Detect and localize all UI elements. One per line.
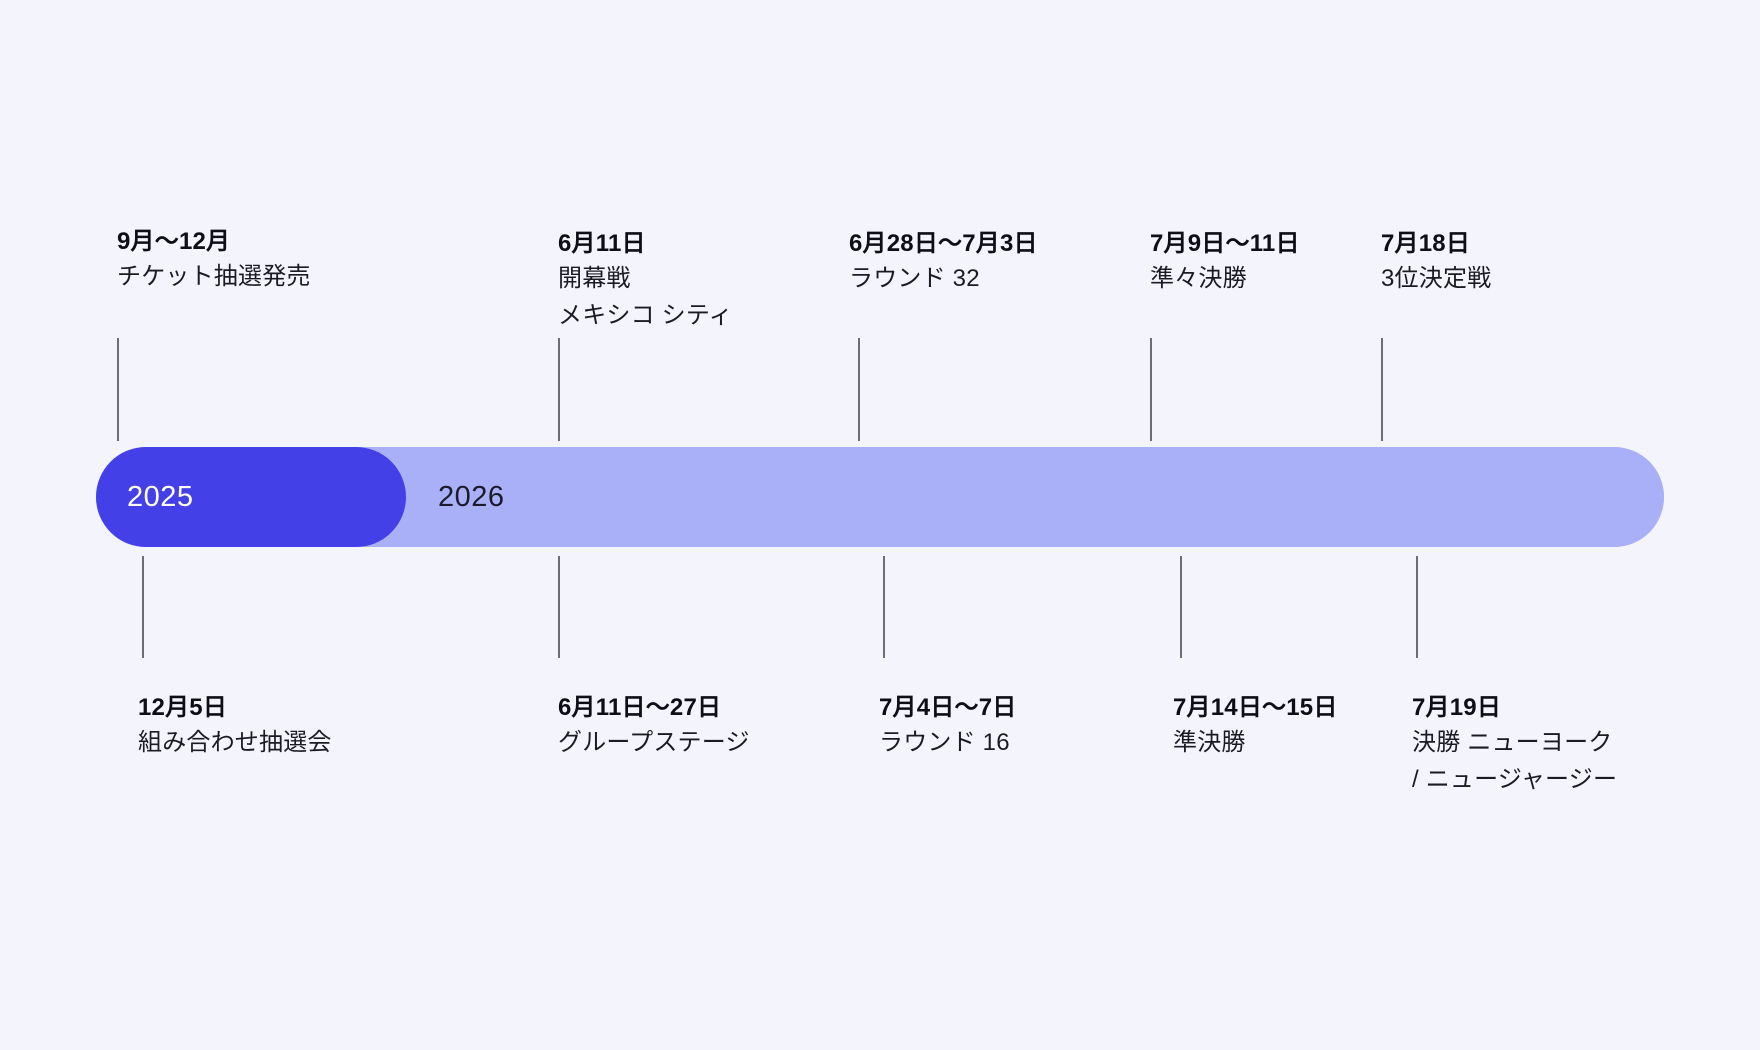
milestone-desc-line: 準決勝: [1173, 728, 1246, 756]
milestone-date: 7月14日～15日: [1173, 694, 1338, 721]
tick-below-3: [883, 556, 885, 658]
tick-above-3: [858, 338, 860, 441]
milestone-date: 6月11日: [558, 230, 646, 257]
year-segment-2026: 2026: [406, 447, 1664, 547]
milestone-above-5: 7月18日 3位決定戦: [1381, 228, 1491, 297]
milestone-above-2: 6月11日 開幕戦 メキシコ シティ: [558, 228, 733, 334]
year-label-2025: 2025: [127, 480, 194, 513]
milestone-desc-line: 3位決定戦: [1381, 264, 1492, 292]
milestone-below-1: 12月5日 組み合わせ抽選会: [138, 692, 332, 761]
milestone-above-3: 6月28日～7月3日 ラウンド 32: [849, 228, 1038, 297]
year-segment-2025: 2025: [96, 447, 406, 547]
year-progress-bar: 2025 2026: [96, 447, 1664, 547]
milestone-desc-line: 組み合わせ抽選会: [138, 728, 332, 756]
milestone-date: 6月11日～27日: [558, 694, 722, 721]
milestone-date: 7月9日～11日: [1150, 230, 1300, 257]
tick-above-4: [1150, 338, 1152, 441]
milestone-date: 7月18日: [1381, 230, 1471, 257]
milestone-below-2: 6月11日～27日 グループステージ: [558, 692, 750, 761]
milestone-desc-line: 開幕戦: [558, 264, 631, 292]
milestone-desc-line: ラウンド 16: [879, 728, 1010, 756]
milestone-date: 7月4日～7日: [879, 694, 1017, 721]
milestone-below-3: 7月4日～7日 ラウンド 16: [879, 692, 1016, 761]
milestone-date: 7月19日: [1412, 694, 1502, 721]
milestone-desc-line: / ニュージャージー: [1412, 765, 1618, 793]
milestone-below-4: 7月14日～15日 準決勝: [1173, 692, 1338, 761]
milestone-date: 6月28日～7月3日: [849, 230, 1038, 257]
milestone-desc-line: チケット抽選発売: [117, 262, 311, 290]
milestone-above-1: 9月～12月 チケット抽選発売: [117, 226, 311, 295]
tick-below-2: [558, 556, 560, 658]
tick-above-1: [117, 338, 119, 441]
milestone-desc-line: ラウンド 32: [849, 264, 980, 292]
milestone-date: 12月5日: [138, 694, 228, 721]
milestone-below-5: 7月19日 決勝 ニューヨーク / ニュージャージー: [1412, 692, 1617, 798]
tick-below-5: [1416, 556, 1418, 658]
milestone-date: 9月～12月: [117, 228, 231, 255]
tick-above-5: [1381, 338, 1383, 441]
milestone-desc-line: グループステージ: [558, 728, 750, 756]
milestone-desc-line: メキシコ シティ: [558, 301, 733, 329]
milestone-desc-line: 決勝 ニューヨーク: [1412, 728, 1613, 756]
tick-above-2: [558, 338, 560, 441]
year-label-2026: 2026: [438, 480, 505, 513]
milestone-desc-line: 準々決勝: [1150, 264, 1247, 292]
milestone-above-4: 7月9日～11日 準々決勝: [1150, 228, 1300, 297]
tick-below-4: [1180, 556, 1182, 658]
tick-below-1: [142, 556, 144, 658]
